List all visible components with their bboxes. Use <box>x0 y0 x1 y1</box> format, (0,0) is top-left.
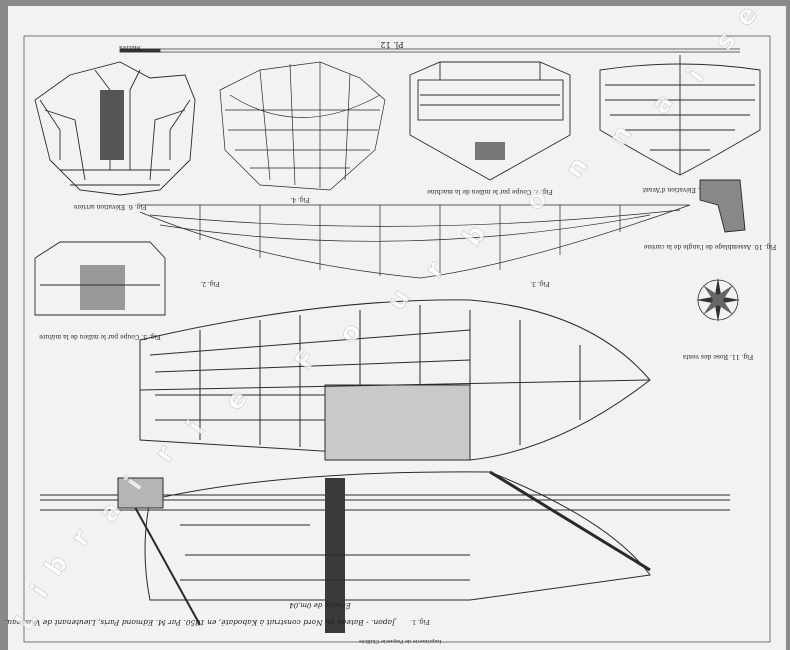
figure-stern-elevation <box>599 55 761 176</box>
paper-sheet <box>8 6 786 650</box>
printer-credit: Imprimerie de Paquerie Chiffrée <box>359 638 441 645</box>
figure-3-caption: Fig. 3. <box>530 280 550 287</box>
plate-number: Pl. 12 <box>380 40 403 49</box>
figure-deck-plan <box>139 299 651 461</box>
top-scale-bar <box>119 48 740 53</box>
plate-title: Japon. - Bateau du Nord construit à Kabo… <box>5 618 397 627</box>
figure-11-caption: Fig. 11. Rose des vents <box>683 353 754 360</box>
figure-2-caption: Fig. 2. <box>200 280 220 287</box>
figure-7-caption: Fig. 7. Coupe par le milieu de la machin… <box>427 188 553 195</box>
figure-4-caption: Fig. 4. <box>290 196 310 203</box>
plate-border <box>23 35 771 643</box>
figure-lines-plan <box>139 204 691 279</box>
figure-1-caption: Fig. 1. <box>410 618 430 625</box>
figure-side-profile <box>40 470 730 633</box>
figure-framework <box>219 61 386 191</box>
compass-rose <box>696 278 740 322</box>
figure-8-caption: Fig. 8. Élévation d'Avant <box>642 186 717 194</box>
figure-cross-section <box>409 61 571 181</box>
figure-5-caption: Fig. 5. Coupe par le milieu de la mâture <box>39 333 161 340</box>
figure-mid-section <box>34 241 166 316</box>
figure-10-caption: Fig. 10. Assemblage de l'angle de la car… <box>643 243 776 250</box>
scale-note: Échelle de 0m,04 <box>289 601 352 610</box>
figure-bow-view <box>34 61 196 196</box>
figure-joint-detail <box>699 179 746 233</box>
figure-6-caption: Fig. 6. Élévation arrière <box>73 203 147 211</box>
scale-end-label: Mètres <box>119 44 141 51</box>
